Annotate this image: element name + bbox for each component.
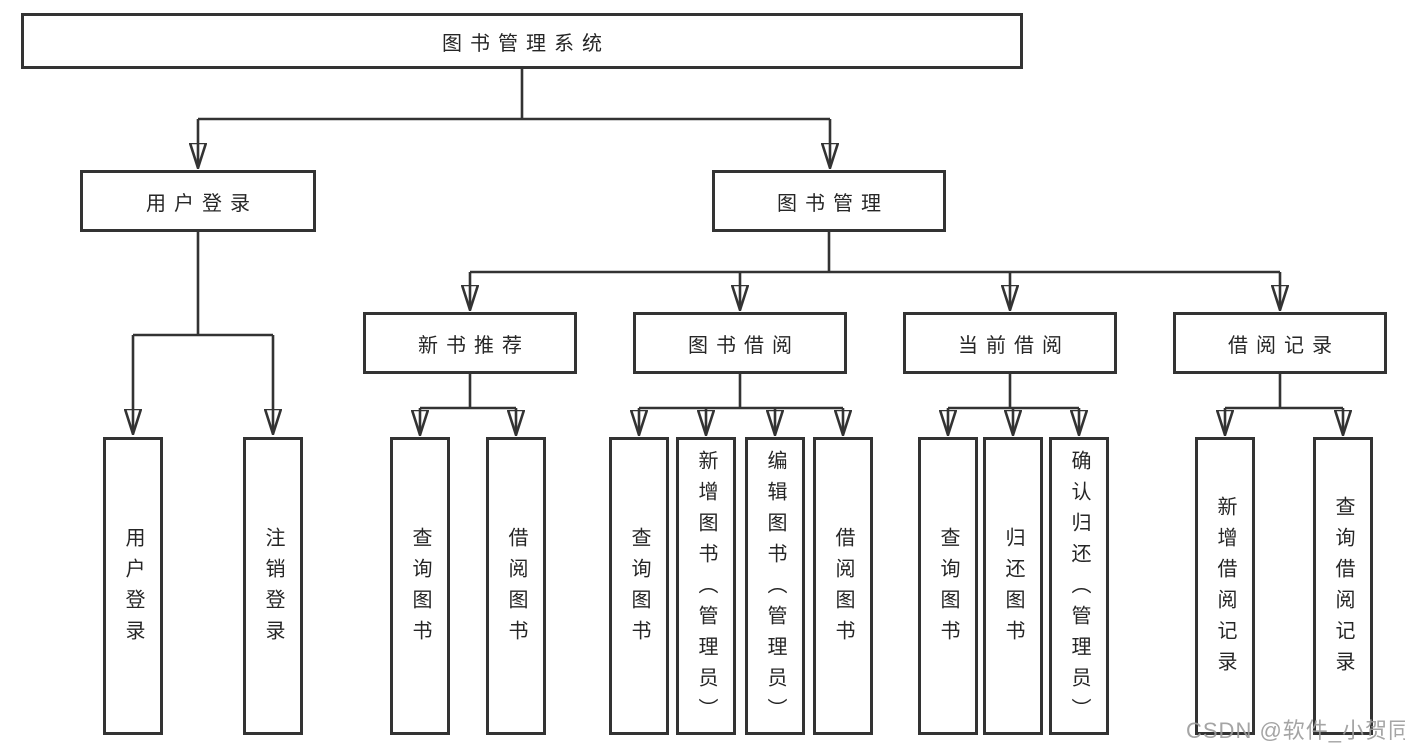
leaf-query-borrow-record: 查询借阅记录 bbox=[1313, 437, 1373, 735]
leaf-user-login: 用户登录 bbox=[103, 437, 163, 735]
connector-book-borrowing-to-leaves bbox=[639, 374, 843, 435]
node-book-borrowing: 图书借阅 bbox=[633, 312, 847, 374]
node-borrowing-records: 借阅记录 bbox=[1173, 312, 1387, 374]
connector-root-to-level2 bbox=[198, 69, 830, 168]
leaf-edit-books-admin: 编辑图书（管理员） bbox=[745, 437, 805, 735]
connector-user-login-to-leaves bbox=[133, 232, 273, 434]
connector-borrowing-records-to-leaves bbox=[1225, 374, 1343, 435]
node-library-management-system: 图书管理系统 bbox=[21, 13, 1023, 69]
connector-book-management-to-level3 bbox=[470, 232, 1280, 310]
leaf-logout-login: 注销登录 bbox=[243, 437, 303, 735]
leaf-query-books-current: 查询图书 bbox=[918, 437, 978, 735]
connector-current-borrowing-to-leaves bbox=[948, 374, 1079, 435]
node-user-login: 用户登录 bbox=[80, 170, 316, 232]
leaf-query-books-recommend: 查询图书 bbox=[390, 437, 450, 735]
leaf-query-books-borrowing: 查询图书 bbox=[609, 437, 669, 735]
leaf-return-books: 归还图书 bbox=[983, 437, 1043, 735]
leaf-add-books-admin: 新增图书（管理员） bbox=[676, 437, 736, 735]
leaf-borrow-books-borrowing: 借阅图书 bbox=[813, 437, 873, 735]
connector-new-book-recommendation-to-leaves bbox=[420, 374, 516, 435]
node-book-management: 图书管理 bbox=[712, 170, 946, 232]
leaf-borrow-books-recommend: 借阅图书 bbox=[486, 437, 546, 735]
watermark: CSDN @软件_小贺同学 bbox=[1186, 718, 1405, 743]
leaf-confirm-return-admin: 确认归还（管理员） bbox=[1049, 437, 1109, 735]
node-current-borrowing: 当前借阅 bbox=[903, 312, 1117, 374]
leaf-add-borrow-record: 新增借阅记录 bbox=[1195, 437, 1255, 735]
node-new-book-recommendation: 新书推荐 bbox=[363, 312, 577, 374]
